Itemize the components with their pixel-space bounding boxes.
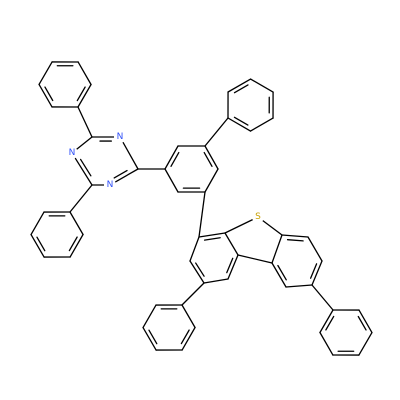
nitrogen-atom-n1: N — [114, 131, 126, 143]
phenyl-4-inner — [148, 329, 158, 345]
dbt-right-ring-bond — [271, 234, 283, 264]
dbt-left-ring-bond — [189, 236, 200, 262]
phenyl-4-link — [181, 282, 205, 306]
atom-label-layer: N N N S — [66, 131, 264, 223]
dbt-left-ring-bond — [203, 278, 229, 284]
dbt-left-ring-bond — [189, 260, 205, 284]
central-benzene-bond — [164, 145, 179, 170]
phenyl-2-bond — [30, 211, 45, 236]
central-benzene-bond — [204, 168, 219, 193]
phenyl-4-bond — [181, 304, 196, 329]
phenyl-5-bond — [358, 331, 373, 356]
thiophene-bond — [262, 219, 283, 236]
phenyl-2-inner — [36, 236, 46, 252]
triazine-bond — [114, 168, 139, 183]
phenyl-1-link — [77, 106, 93, 138]
phenyl-5-bond — [319, 331, 334, 356]
dbt-right-ring-bond — [271, 262, 287, 288]
phenyl-5-link — [311, 284, 334, 311]
sulfur-atom-s1: S — [252, 211, 264, 223]
phenyl-3-inner — [233, 116, 249, 126]
phenyl-3-inner — [233, 84, 249, 94]
phenyl-3-link — [204, 117, 229, 147]
atom-label-n1: N — [117, 132, 124, 142]
atom-label-s1: S — [255, 212, 261, 222]
phenyl-4-bond — [181, 326, 196, 351]
dbt-right-ring-bond — [285, 284, 313, 288]
phenyl-5-inner — [325, 315, 335, 331]
triazine-bond — [76, 136, 93, 150]
phenyl-5-bond — [358, 309, 373, 334]
dbt-right-ring-inner — [277, 264, 287, 281]
central-benzene-inner — [170, 151, 180, 167]
phenyl-5-inner — [357, 315, 367, 331]
nitrogen-atom-n2: N — [66, 147, 78, 159]
triazine-double-bond-inner — [79, 158, 92, 177]
phenyl-4-bond — [142, 304, 157, 329]
phenyl-3-bond — [227, 78, 252, 93]
phenyl-1-bond — [77, 61, 92, 86]
thiophene-bond — [237, 254, 273, 264]
phenyl-2-link — [69, 184, 93, 213]
central-benzene-bond — [164, 168, 179, 193]
benzene-to-dibenzothiophene-link — [198, 191, 206, 238]
dbt-left-ring-bond — [227, 254, 239, 280]
dbt-right-ring-bond — [281, 234, 309, 238]
dbt-right-ring-inner — [309, 263, 318, 279]
phenyl-1-bond — [38, 83, 53, 108]
central-benzene-inner — [203, 151, 213, 167]
phenyl-2-bond — [30, 233, 45, 258]
phenyl-3-bond — [249, 117, 274, 132]
dbt-right-ring-inner — [286, 239, 304, 242]
phenyl-1-inner — [44, 86, 54, 102]
atom-label-n3: N — [107, 180, 114, 190]
phenyl-2-bond — [69, 233, 84, 258]
phenyl-4-bond — [142, 326, 157, 351]
bond-layer — [30, 61, 373, 356]
triazine-bond — [74, 157, 93, 186]
phenyl-2-inner — [68, 236, 78, 252]
central-benzene-bond — [204, 145, 219, 170]
dbt-left-ring-bond — [224, 232, 239, 256]
phenyl-2-bond — [69, 211, 84, 236]
phenyl-3-bond — [227, 117, 252, 132]
thiophene-bond — [224, 218, 254, 234]
phenyl-1-bond — [77, 83, 92, 108]
dbt-left-ring-inner — [226, 257, 234, 274]
dbt-right-ring-bond — [311, 260, 323, 286]
nitrogen-atom-n3: N — [104, 179, 116, 191]
phenyl-1-bond — [38, 61, 53, 86]
phenyl-1-inner — [76, 86, 86, 102]
dbt-left-ring-bond — [198, 232, 226, 238]
phenyl-5-bond — [319, 309, 334, 334]
triazine-bond — [122, 141, 139, 170]
phenyl-3-bond — [249, 78, 274, 93]
triazine-double-bond-inner — [113, 169, 128, 179]
atom-label-n2: N — [69, 148, 76, 158]
dbt-left-ring-inner — [195, 262, 205, 277]
phenyl-4-inner — [180, 329, 190, 345]
dbt-right-ring-bond — [307, 236, 323, 262]
dbt-left-ring-inner — [203, 237, 221, 241]
